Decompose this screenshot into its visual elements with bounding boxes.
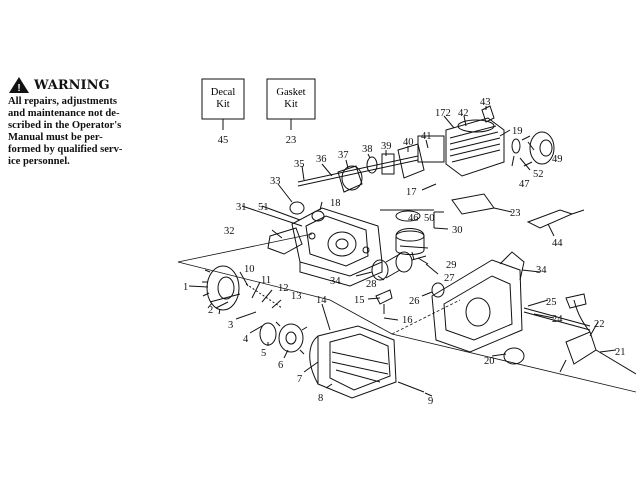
flywheel-part [202,265,240,315]
callout-number: 12 [278,283,289,294]
callout-number: 36 [316,154,327,165]
warning-line: scribed in the Operator's [8,120,122,131]
warning-triangle-icon: ! [9,77,29,94]
warning-block: ! WARNING All repairs, adjustments and m… [8,76,188,168]
callout-number: 19 [512,126,523,137]
callout-number: 24 [552,314,563,325]
callout-number: 51 [258,202,269,213]
callout-number: 14 [316,295,327,306]
warning-text: All repairs, adjustments and maintenance… [8,96,188,168]
callout-number: 38 [362,144,373,155]
callout-number: 23 [510,208,521,219]
callout-number: 29 [446,260,457,271]
callout-number: 15 [354,295,365,306]
crankcase-part [291,207,383,287]
callout-number: 49 [552,154,563,165]
callout-number: 40 [403,137,414,148]
callout-number: 8 [318,393,323,404]
callout-number: 28 [366,279,377,290]
decal-kit-label-line1: Decal [211,87,236,98]
warning-line: All repairs, adjustments [8,96,117,107]
callout-number: 1 [183,282,188,293]
warning-title: ! WARNING [8,76,188,94]
cylinder-part [417,117,505,177]
callout-number: 21 [615,347,626,358]
callout-number: 17 [406,187,417,198]
callout-number: 3 [228,320,233,331]
callout-number: 26 [409,296,420,307]
callout-number: 32 [224,226,235,237]
gasket-part [451,193,495,215]
callout-number: 50 [424,213,435,224]
callout-number: 18 [330,198,341,209]
warning-line: and maintenance not de- [8,108,120,119]
callout-number: 16 [402,315,413,326]
callout-number: 13 [291,291,302,302]
sealant-tube-part [526,209,574,229]
gasket-kit-number: 23 [286,135,297,146]
warning-line: ice personnel. [8,156,70,167]
callout-number: 33 [270,176,281,187]
svg-text:!: ! [17,83,20,94]
crankcase-half-part [431,251,525,353]
callout-number: 34 [330,276,341,287]
callout-number: 27 [444,273,455,284]
air-filter-part [337,165,363,193]
callout-number: 42 [458,108,469,119]
warning-line: Manual must be per- [8,132,103,143]
starter-part [521,131,555,167]
callout-number: 4 [243,334,249,345]
callout-number: 44 [552,238,563,249]
callout-number: 6 [278,360,283,371]
clutch-part [259,321,308,355]
callout-number: 43 [480,97,491,108]
callout-number: 30 [452,225,463,236]
callout-number: 35 [294,159,305,170]
callout-number: 5 [261,348,266,359]
callout-number: 46 [408,213,419,224]
callout-number: 31 [236,202,247,213]
decal-kit-number: 45 [218,135,229,146]
piston-part [395,210,429,255]
carburetor-part [397,143,425,179]
callout-number: 10 [244,264,255,275]
callout-number: 37 [338,150,349,161]
switch-part [559,293,637,375]
starter-housing-part [309,325,397,399]
callout-number: 34 [536,265,547,276]
seal-part [289,201,305,215]
callout-number: 20 [484,356,495,367]
callout-number: 39 [381,141,392,152]
callout-number: 25 [546,297,557,308]
callout-number: 9 [428,396,433,407]
gasket-kit-label-line2: Kit [284,99,298,110]
callout-number: 41 [421,131,432,142]
warning-line: formed by qualified serv- [8,144,123,155]
gasket-32-part [267,227,303,255]
warning-title-text: WARNING [34,77,110,93]
callout-number: 11 [261,275,271,286]
decal-kit-label-line2: Kit [216,99,230,110]
callout-number: 2 [208,305,213,316]
callout-number: 47 [519,179,530,190]
callout-number: 22 [594,319,605,330]
callout-number: 172 [435,108,451,119]
callout-number: 7 [297,374,302,385]
crankshaft-part [355,251,427,281]
gasket-kit-label-line1: Gasket [276,87,305,98]
callout-number: 52 [533,169,544,180]
